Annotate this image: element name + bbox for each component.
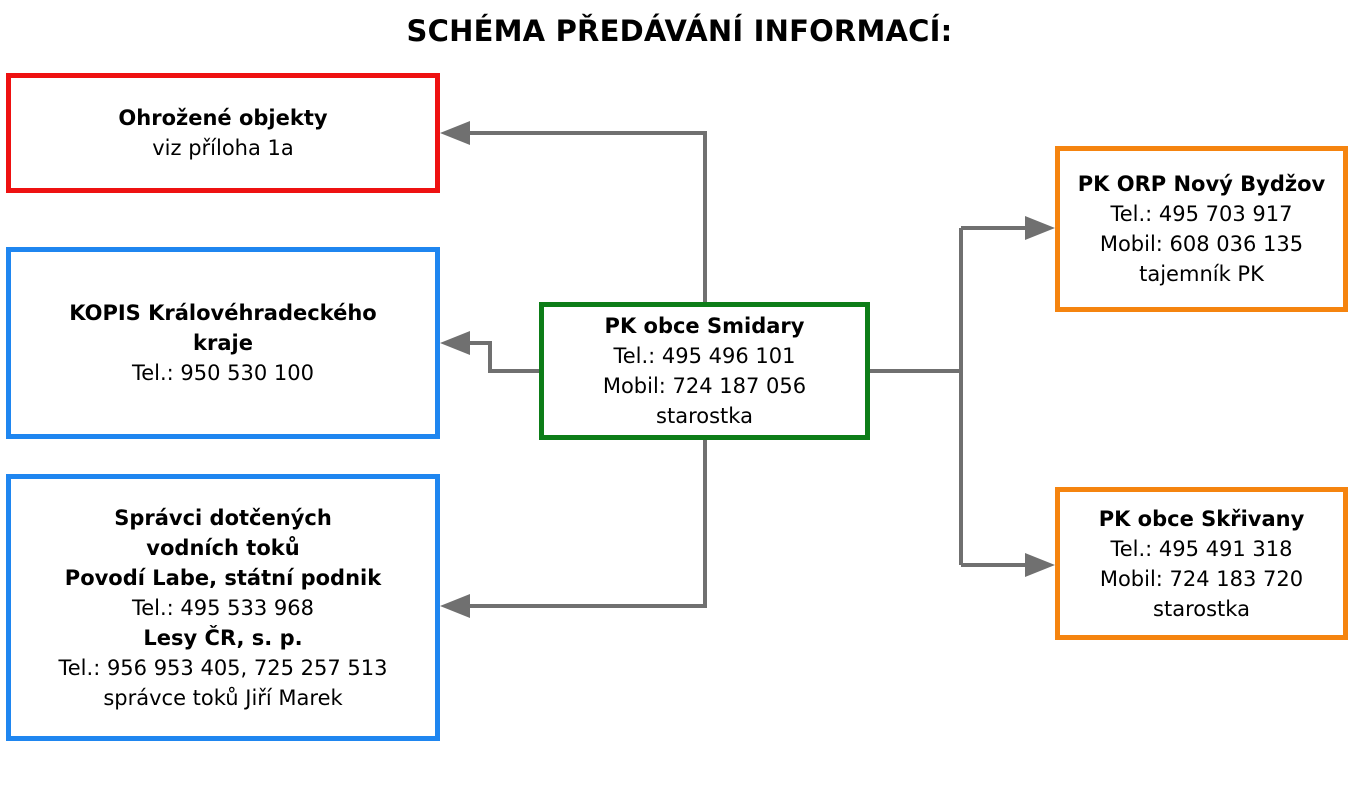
node-spravci-org1-tel: Tel.: 495 533 968 <box>131 595 315 620</box>
node-spravci-org2-contact: správce toků Jiří Marek <box>103 685 343 710</box>
node-pk-smidary: PK obce Smidary Tel.: 495 496 101 Mobil:… <box>539 302 870 440</box>
node-spravci-heading-line2: vodních toků <box>146 535 300 560</box>
node-ohrozene-objekty: Ohrožené objekty viz příloha 1a <box>6 73 440 193</box>
arrowhead-skrivany <box>1025 553 1055 577</box>
node-skrivany-mobil: Mobil: 724 183 720 <box>1099 566 1304 591</box>
node-spravci-org2: Lesy ČR, s. p. <box>143 625 303 650</box>
connector-to-ohrozene <box>468 131 707 302</box>
node-skrivany-role: starostka <box>1153 596 1250 621</box>
node-spravci-heading-line1: Správci dotčených <box>114 505 332 530</box>
arrowhead-orp <box>1025 216 1055 240</box>
node-ohrozene-note: viz příloha 1a <box>152 136 294 160</box>
arrowhead-spravci <box>440 594 470 618</box>
node-orp-mobil: Mobil: 608 036 135 <box>1099 232 1304 256</box>
arrowhead-ohrozene <box>440 121 470 145</box>
node-smidary-name: PK obce Smidary <box>604 314 805 338</box>
arrowhead-kopis <box>440 331 470 355</box>
node-kopis-tel: Tel.: 950 530 100 <box>131 361 315 385</box>
node-smidary-tel: Tel.: 495 496 101 <box>613 344 796 368</box>
node-spravci-org1: Povodí Labe, státní podnik <box>64 565 382 590</box>
node-kopis-name-line2: kraje <box>193 331 253 355</box>
node-pk-orp-novy-bydzov: PK ORP Nový Bydžov Tel.: 495 703 917 Mob… <box>1055 146 1348 312</box>
connector-to-kopis <box>468 341 539 373</box>
node-kopis-name-line1: KOPIS Královéhradeckého <box>69 301 377 325</box>
node-smidary-role: starostka <box>656 404 753 428</box>
node-orp-tel: Tel.: 495 703 917 <box>1110 202 1293 226</box>
node-pk-skrivany: PK obce Skřivany Tel.: 495 491 318 Mobil… <box>1055 487 1348 640</box>
node-spravci-toku: Správci dotčených vodních toků Povodí La… <box>6 474 440 741</box>
node-orp-name: PK ORP Nový Bydžov <box>1077 172 1326 196</box>
node-kopis: KOPIS Královéhradeckého kraje Tel.: 950 … <box>6 247 440 439</box>
node-spravci-org2-tel: Tel.: 956 953 405, 725 257 513 <box>58 655 388 680</box>
node-ohrozene-name: Ohrožené objekty <box>118 106 328 130</box>
connector-to-spravci <box>468 440 707 608</box>
node-smidary-mobil: Mobil: 724 187 056 <box>602 374 807 398</box>
diagram-title: SCHÉMA PŘEDÁVÁNÍ INFORMACÍ: <box>406 14 953 48</box>
node-skrivany-tel: Tel.: 495 491 318 <box>1110 536 1293 561</box>
node-orp-role: tajemník PK <box>1139 262 1264 286</box>
node-skrivany-name: PK obce Skřivany <box>1098 506 1305 531</box>
connector-to-right-branch <box>870 228 963 565</box>
